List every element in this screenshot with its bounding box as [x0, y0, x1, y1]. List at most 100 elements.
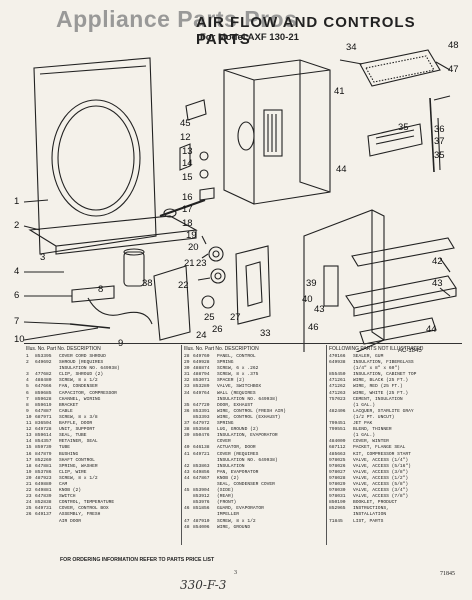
- part-number: 855450: [329, 372, 346, 378]
- part-number: 647867: [193, 475, 210, 481]
- part-description: (SIDE): [217, 488, 234, 494]
- parts-row: SEAL, CONDENSER COVER: [184, 482, 324, 488]
- part-description: SCREW, 8 x 1/2: [59, 475, 98, 481]
- part-description: BLEND, THINNER: [353, 427, 392, 433]
- part-description: COVER, CONTROL BOX: [59, 506, 109, 512]
- part-description: VALVE, ACCESS (3/4"): [353, 488, 409, 494]
- parts-row: INSTALLATION: [329, 512, 462, 518]
- illus-number: 6: [26, 390, 29, 396]
- part-description: VALVE, ACCESS (3/8"): [353, 469, 409, 475]
- callout-4: 4: [14, 266, 19, 277]
- part-description: CAM: [59, 481, 68, 487]
- part-description: SWITCH: [59, 494, 76, 500]
- callout-1: 1: [14, 196, 19, 207]
- part-description: PAN, EVAPORATOR: [217, 469, 259, 475]
- callout-38: 38: [142, 278, 153, 289]
- illus-number: 37: [184, 421, 190, 427]
- part-description: ASSEMBLY, FRESH: [59, 512, 101, 518]
- illus-number: 11: [26, 421, 32, 427]
- parts-row: 853976(FRONT): [184, 500, 324, 506]
- part-number: 854357: [35, 439, 52, 445]
- callout-44b: 44: [426, 324, 437, 335]
- part-description: SEAL, CONDENSER COVER: [217, 481, 275, 487]
- filter-frame: [359, 49, 441, 87]
- part-number: 482406: [329, 408, 346, 414]
- illus-number: 23: [26, 494, 32, 500]
- part-number: 853863: [193, 463, 210, 469]
- part-description: CLIP, WIRE: [59, 469, 87, 475]
- part-description: VALVE, ACCESS (5/8"): [353, 481, 409, 487]
- part-description: AIR DOOR: [59, 518, 82, 524]
- parts-row: 853912(REAR): [184, 494, 324, 500]
- column-divider: [181, 345, 182, 545]
- part-number: 647972: [193, 421, 210, 427]
- part-number: 471263: [329, 390, 346, 396]
- part-description: SCREW, 8 x 1/2: [59, 378, 98, 384]
- callout-40: 40: [302, 294, 313, 305]
- part-description: INSTRUCTIONS,: [353, 506, 389, 512]
- model-subtitle: For Model AXF 130-21: [200, 32, 299, 43]
- part-number: 978030: [329, 488, 346, 494]
- header-description: DESCRIPTION: [66, 346, 101, 352]
- callout-10: 10: [14, 334, 25, 345]
- part-description: CAPACITOR, COMPRESSOR: [59, 390, 117, 396]
- illus-number: 31: [184, 372, 190, 378]
- part-description: INSULATION NO. 649938): [59, 366, 120, 372]
- callout-22: 22: [178, 280, 189, 291]
- part-description: KNOB (2): [217, 475, 240, 481]
- part-number: 852965: [329, 506, 346, 512]
- callout-45: 45: [180, 118, 191, 129]
- callout-41: 41: [334, 86, 345, 97]
- part-description: CABLE: [59, 408, 73, 414]
- illus-number: 38: [184, 427, 190, 433]
- figure-code: AC-1845: [398, 348, 422, 354]
- part-description: INSTALLATION: [353, 512, 387, 518]
- part-number: 488874: [193, 366, 210, 372]
- part-description: VALVE, ACCESS (7/8"): [353, 494, 409, 500]
- illus-number: 44: [184, 475, 190, 481]
- part-number: 647666: [35, 384, 52, 390]
- callout-19: 19: [186, 230, 197, 241]
- part-description: SCREW, 8 x 1/2: [217, 518, 256, 524]
- part-number: 649760: [193, 354, 210, 359]
- part-description: SPRING: [217, 360, 234, 366]
- part-number: 853786: [35, 469, 52, 475]
- part-description: SCREW, 8 x 3/8: [59, 414, 98, 420]
- callout-42: 42: [432, 256, 443, 267]
- part-number: 978031: [329, 494, 346, 500]
- part-description: FAN, CONDENSER: [59, 384, 98, 390]
- part-number: 647720: [193, 402, 210, 408]
- part-description: WIRE, CONTROL (FRESH AIR): [217, 408, 286, 414]
- part-description: COVER: [217, 439, 231, 445]
- part-description: WIRE, CONTROL (EXHAUST): [217, 414, 281, 420]
- illus-number: 16: [26, 451, 32, 457]
- control-panel-wall: [223, 59, 331, 205]
- part-number: 852838: [35, 500, 52, 506]
- shroud-opening: [51, 99, 141, 217]
- header-description: DESCRIPTION: [224, 346, 259, 352]
- part-number: 757023: [329, 396, 346, 402]
- part-number: 859739: [35, 445, 52, 451]
- part-description: COVER (REQUIRES: [217, 451, 259, 457]
- illus-number: 28: [184, 354, 190, 359]
- part-number: 847879: [35, 451, 52, 457]
- part-description: SPRING: [217, 421, 234, 427]
